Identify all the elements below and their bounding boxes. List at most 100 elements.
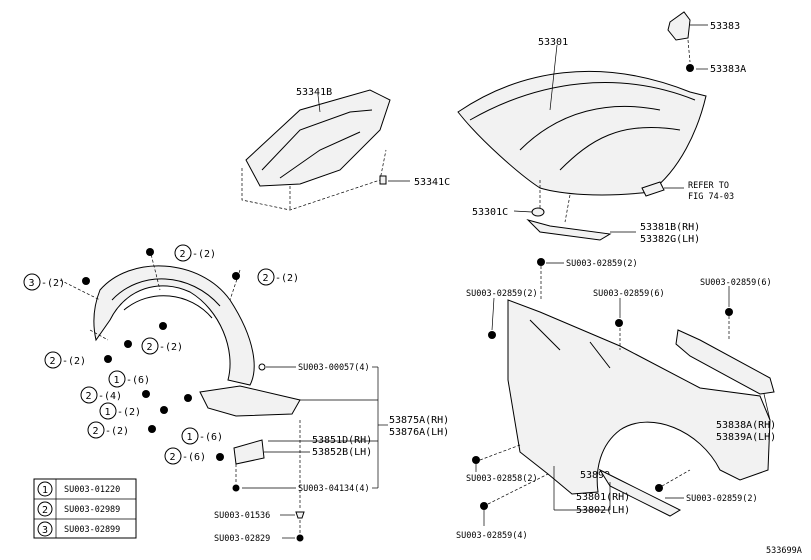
fender-seal-part[interactable]: [598, 468, 682, 517]
bolt-icon[interactable]: [232, 272, 240, 280]
bolt-icon[interactable]: [655, 484, 663, 492]
hood-insulator-label: 53341B: [296, 87, 332, 98]
liner-rh-label: 53875A(RH): [389, 415, 449, 426]
fender-seal-label: 53899: [580, 470, 610, 481]
splash-shield-part[interactable]: [199, 385, 301, 417]
hood-seal-part[interactable]: [526, 219, 612, 241]
clip-icon[interactable]: [295, 511, 305, 519]
screw-2829-label: SU003-02829: [214, 534, 270, 544]
svg-text:-(6): -(6): [199, 432, 223, 443]
callout-low-1: 1 -(6): [181, 427, 223, 445]
bolt-icon[interactable]: [148, 425, 156, 433]
bolt-icon[interactable]: [104, 355, 112, 363]
hood-leader: [549, 44, 558, 111]
bolt-icon[interactable]: [146, 248, 154, 256]
bolt-icon[interactable]: [82, 277, 90, 285]
bolt-icon[interactable]: [472, 456, 480, 464]
lower-bolts-label: SU003-02858(2): [466, 474, 538, 484]
callout-left-1: 1 -(6): [108, 370, 150, 388]
callout-top-b: 2 -(2): [257, 268, 299, 286]
legend-row: 2 SU003-02989: [37, 501, 120, 517]
svg-text:2: 2: [263, 273, 269, 284]
svg-text:2: 2: [147, 342, 153, 353]
bracket-lh-label: 53839A(LH): [716, 432, 776, 443]
screw-icon[interactable]: [296, 534, 304, 542]
callout-left-2: 2 -(2): [44, 351, 86, 369]
svg-text:2: 2: [50, 356, 56, 367]
fender-lh-label: 53802(LH): [576, 505, 630, 516]
svg-text:-(2): -(2): [41, 278, 65, 289]
hinge-nut-icon[interactable]: [686, 64, 694, 72]
hood-seal-rh-label: 53381B(RH): [640, 222, 700, 233]
bolt-icon[interactable]: [159, 322, 167, 330]
legend-row: 3 SU003-02899: [37, 521, 120, 537]
fender-part[interactable]: [507, 299, 771, 495]
callout-left-3: 3 -(2): [23, 273, 65, 291]
hood-latch-part[interactable]: [641, 181, 665, 197]
hood-cushion-part[interactable]: [531, 207, 545, 217]
bolt-icon[interactable]: [488, 331, 496, 339]
clip-icon[interactable]: [258, 363, 266, 371]
bolt-icon[interactable]: [216, 453, 224, 461]
insulator-clip-part[interactable]: [379, 175, 387, 185]
svg-text:2: 2: [180, 249, 186, 260]
bolt-icon[interactable]: [480, 502, 488, 510]
svg-text:2: 2: [42, 505, 48, 516]
hood-insulator-part[interactable]: [245, 89, 391, 187]
hood-hinge-part[interactable]: [667, 11, 691, 41]
fender-bracket-part[interactable]: [675, 329, 775, 395]
hinge-nut-label: 53383A: [710, 64, 746, 75]
liner-bolt-label: SU003-04134(4): [298, 484, 370, 494]
mid-bolts-label: SU003-02859(6): [593, 289, 665, 299]
svg-text:-(2): -(2): [275, 273, 299, 284]
svg-text:-(2): -(2): [192, 249, 216, 260]
svg-text:-(4): -(4): [98, 391, 122, 402]
liner-lh-label: 53876A(LH): [389, 427, 449, 438]
liner-clip-label: SU003-00057(4): [298, 363, 370, 373]
hood-hinge-label: 53383: [710, 21, 740, 32]
svg-text:SU003-01220: SU003-01220: [64, 485, 120, 495]
legend-row: 1 SU003-01220: [37, 481, 120, 497]
callout-mid-2: 2 -(2): [141, 337, 183, 355]
mud-shield-part[interactable]: [233, 439, 265, 465]
callout-left-2b: 2 -(4): [80, 386, 122, 404]
hood-cushion-label: 53301C: [472, 207, 508, 218]
svg-text:2: 2: [93, 426, 99, 437]
svg-text:1: 1: [105, 407, 111, 418]
fender-rh-label: 53801(RH): [576, 492, 630, 503]
svg-text:1: 1: [187, 432, 193, 443]
refer-note-line1: REFER TO: [688, 181, 729, 191]
left-bolts-label: SU003-02859(2): [466, 289, 538, 299]
diagram-id: 533699A: [766, 546, 802, 556]
svg-text:-(6): -(6): [126, 375, 150, 386]
bolt-icon[interactable]: [124, 340, 132, 348]
svg-text:-(2): -(2): [159, 342, 183, 353]
right-lower-bolts-label: SU003-02859(2): [686, 494, 758, 504]
callout-left-2c: 2 -(2): [87, 421, 129, 439]
svg-text:1: 1: [114, 375, 120, 386]
hood-label: 53301: [538, 37, 568, 48]
svg-text:SU003-02989: SU003-02989: [64, 505, 120, 515]
bolt-icon[interactable]: [232, 484, 240, 492]
bolt-icon[interactable]: [160, 406, 168, 414]
bolt-icon[interactable]: [725, 308, 733, 316]
callout-low-2: 2 -(6): [164, 447, 206, 465]
bolt-icon[interactable]: [142, 390, 150, 398]
shield-rh-label: 53851D(RH): [312, 435, 372, 446]
svg-text:2: 2: [86, 391, 92, 402]
svg-text:-(6): -(6): [182, 452, 206, 463]
callout-top-a: 2 -(2): [174, 244, 216, 262]
hood-part[interactable]: [457, 70, 707, 196]
bolt-icon[interactable]: [615, 319, 623, 327]
top-bracket-bolt-label: SU003-02859(2): [566, 259, 638, 269]
svg-text:-(2): -(2): [117, 407, 141, 418]
clip-1536-label: SU003-01536: [214, 511, 270, 521]
shield-lh-label: 53852B(LH): [312, 447, 372, 458]
bolt-icon[interactable]: [537, 258, 545, 266]
fender-liner-part[interactable]: [93, 265, 255, 386]
bolt-icon[interactable]: [184, 394, 192, 402]
svg-text:-(2): -(2): [62, 356, 86, 367]
svg-text:-(2): -(2): [105, 426, 129, 437]
insulator-clip-label: 53341C: [414, 177, 450, 188]
